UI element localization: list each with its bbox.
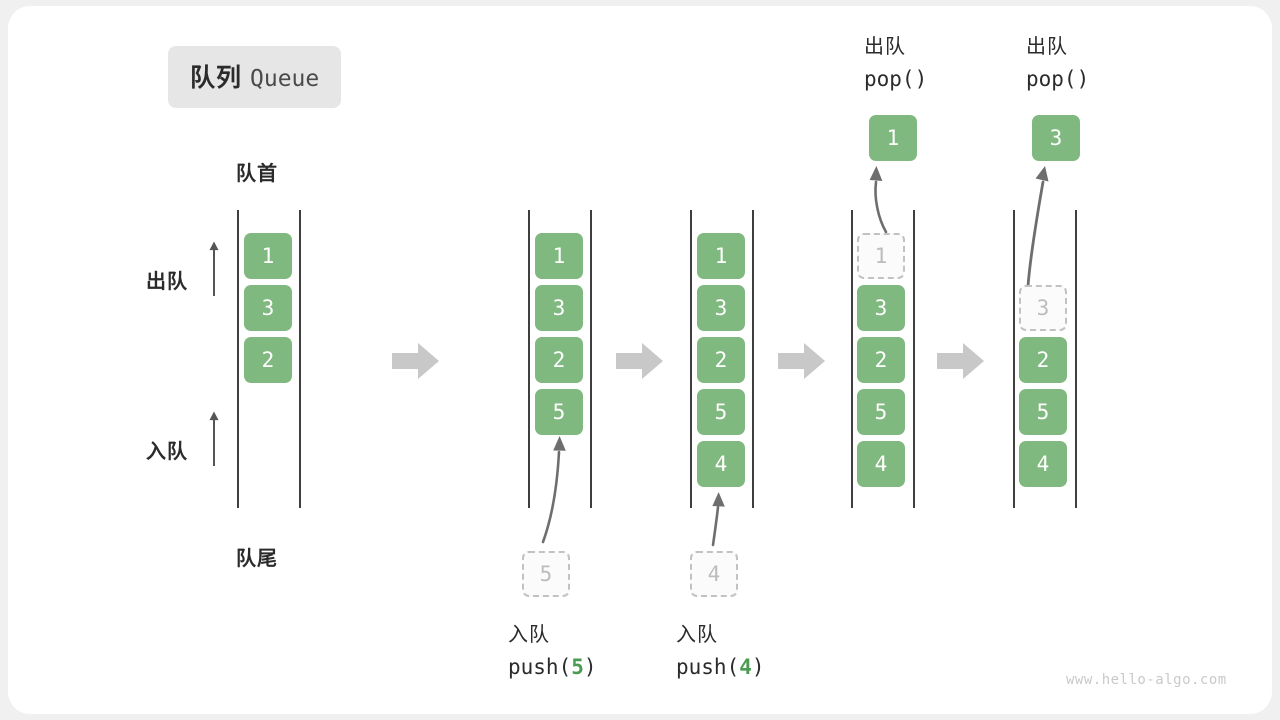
pop-motion-arrow xyxy=(1026,166,1049,288)
queue-cell: 3 xyxy=(244,285,292,331)
pop-3-label-cn: 出队 xyxy=(1026,36,1068,58)
queue-cell: 5 xyxy=(697,389,745,435)
queue-cell: 2 xyxy=(697,337,745,383)
push-4-label: 入队 push(4) xyxy=(676,620,765,684)
step-arrow-icon xyxy=(778,343,825,379)
code-number: 5 xyxy=(571,655,584,679)
pop-3-label: 出队 pop() xyxy=(1026,32,1089,96)
code-number: 4 xyxy=(739,655,752,679)
step-arrow-icon xyxy=(392,343,439,379)
push-5-label-code: push(5) xyxy=(508,651,597,684)
push-motion-arrow xyxy=(711,492,725,547)
queue-cell: 1 xyxy=(535,233,583,279)
queue-rail-right-1 xyxy=(299,210,301,508)
queue-rail-left-1 xyxy=(237,210,239,508)
pop-1-label-code: pop() xyxy=(864,63,927,96)
enqueue-direction-arrow xyxy=(209,411,219,466)
code-prefix: push( xyxy=(508,655,572,679)
queue-cell: 2 xyxy=(244,337,292,383)
pop-1-label: 出队 pop() xyxy=(864,32,927,96)
queue-cell-new: 5 xyxy=(535,389,583,435)
watermark: www.hello-algo.com xyxy=(1066,672,1227,688)
queue-cell: 2 xyxy=(535,337,583,383)
code-suffix: ) xyxy=(583,655,597,679)
queue-rail-right-4 xyxy=(913,210,915,508)
queue-rail-right-2 xyxy=(590,210,592,508)
queue-cell-new: 4 xyxy=(697,441,745,487)
queue-cell: 4 xyxy=(1019,441,1067,487)
popped-cell: 3 xyxy=(1032,115,1080,161)
queue-ghost-cell: 4 xyxy=(690,551,738,597)
queue-ghost-cell: 3 xyxy=(1019,285,1067,331)
queue-cell: 5 xyxy=(1019,389,1067,435)
diagram-title-badge: 队列 Queue xyxy=(168,46,342,108)
push-5-label: 入队 push(5) xyxy=(508,620,597,684)
code-suffix: ) xyxy=(751,655,765,679)
push-4-label-code: push(4) xyxy=(676,651,765,684)
head-label: 队首 xyxy=(236,163,278,185)
queue-cell: 4 xyxy=(857,441,905,487)
queue-cell: 2 xyxy=(857,337,905,383)
step-arrow-icon xyxy=(616,343,663,379)
popped-cell: 1 xyxy=(869,115,917,161)
step-arrow-icon xyxy=(937,343,984,379)
enqueue-label: 入队 xyxy=(146,441,188,463)
queue-cell: 3 xyxy=(535,285,583,331)
code-prefix: pop( xyxy=(864,67,915,91)
queue-cell: 1 xyxy=(244,233,292,279)
queue-rail-left-5 xyxy=(1013,210,1015,508)
pop-1-label-cn: 出队 xyxy=(864,36,906,58)
pop-motion-arrow xyxy=(869,166,888,234)
title-cn: 队列 xyxy=(190,64,243,92)
code-suffix: ) xyxy=(914,67,928,91)
dequeue-label: 出队 xyxy=(146,271,188,293)
queue-rail-left-2 xyxy=(528,210,530,508)
queue-ghost-cell: 5 xyxy=(522,551,570,597)
queue-cell: 1 xyxy=(697,233,745,279)
push-motion-arrow xyxy=(541,436,566,544)
push-5-label-cn: 入队 xyxy=(508,624,550,646)
code-prefix: push( xyxy=(676,655,740,679)
queue-cell: 3 xyxy=(857,285,905,331)
dequeue-direction-arrow xyxy=(209,241,219,296)
code-suffix: ) xyxy=(1076,67,1090,91)
queue-rail-left-4 xyxy=(851,210,853,508)
queue-rail-right-5 xyxy=(1075,210,1077,508)
queue-rail-right-3 xyxy=(752,210,754,508)
queue-cell: 2 xyxy=(1019,337,1067,383)
queue-cell: 5 xyxy=(857,389,905,435)
queue-cell: 3 xyxy=(697,285,745,331)
pop-3-label-code: pop() xyxy=(1026,63,1089,96)
queue-rail-left-3 xyxy=(690,210,692,508)
title-en: Queue xyxy=(250,66,320,92)
push-4-label-cn: 入队 xyxy=(676,624,718,646)
queue-ghost-cell: 1 xyxy=(857,233,905,279)
code-prefix: pop( xyxy=(1026,67,1077,91)
tail-label: 队尾 xyxy=(236,548,278,570)
